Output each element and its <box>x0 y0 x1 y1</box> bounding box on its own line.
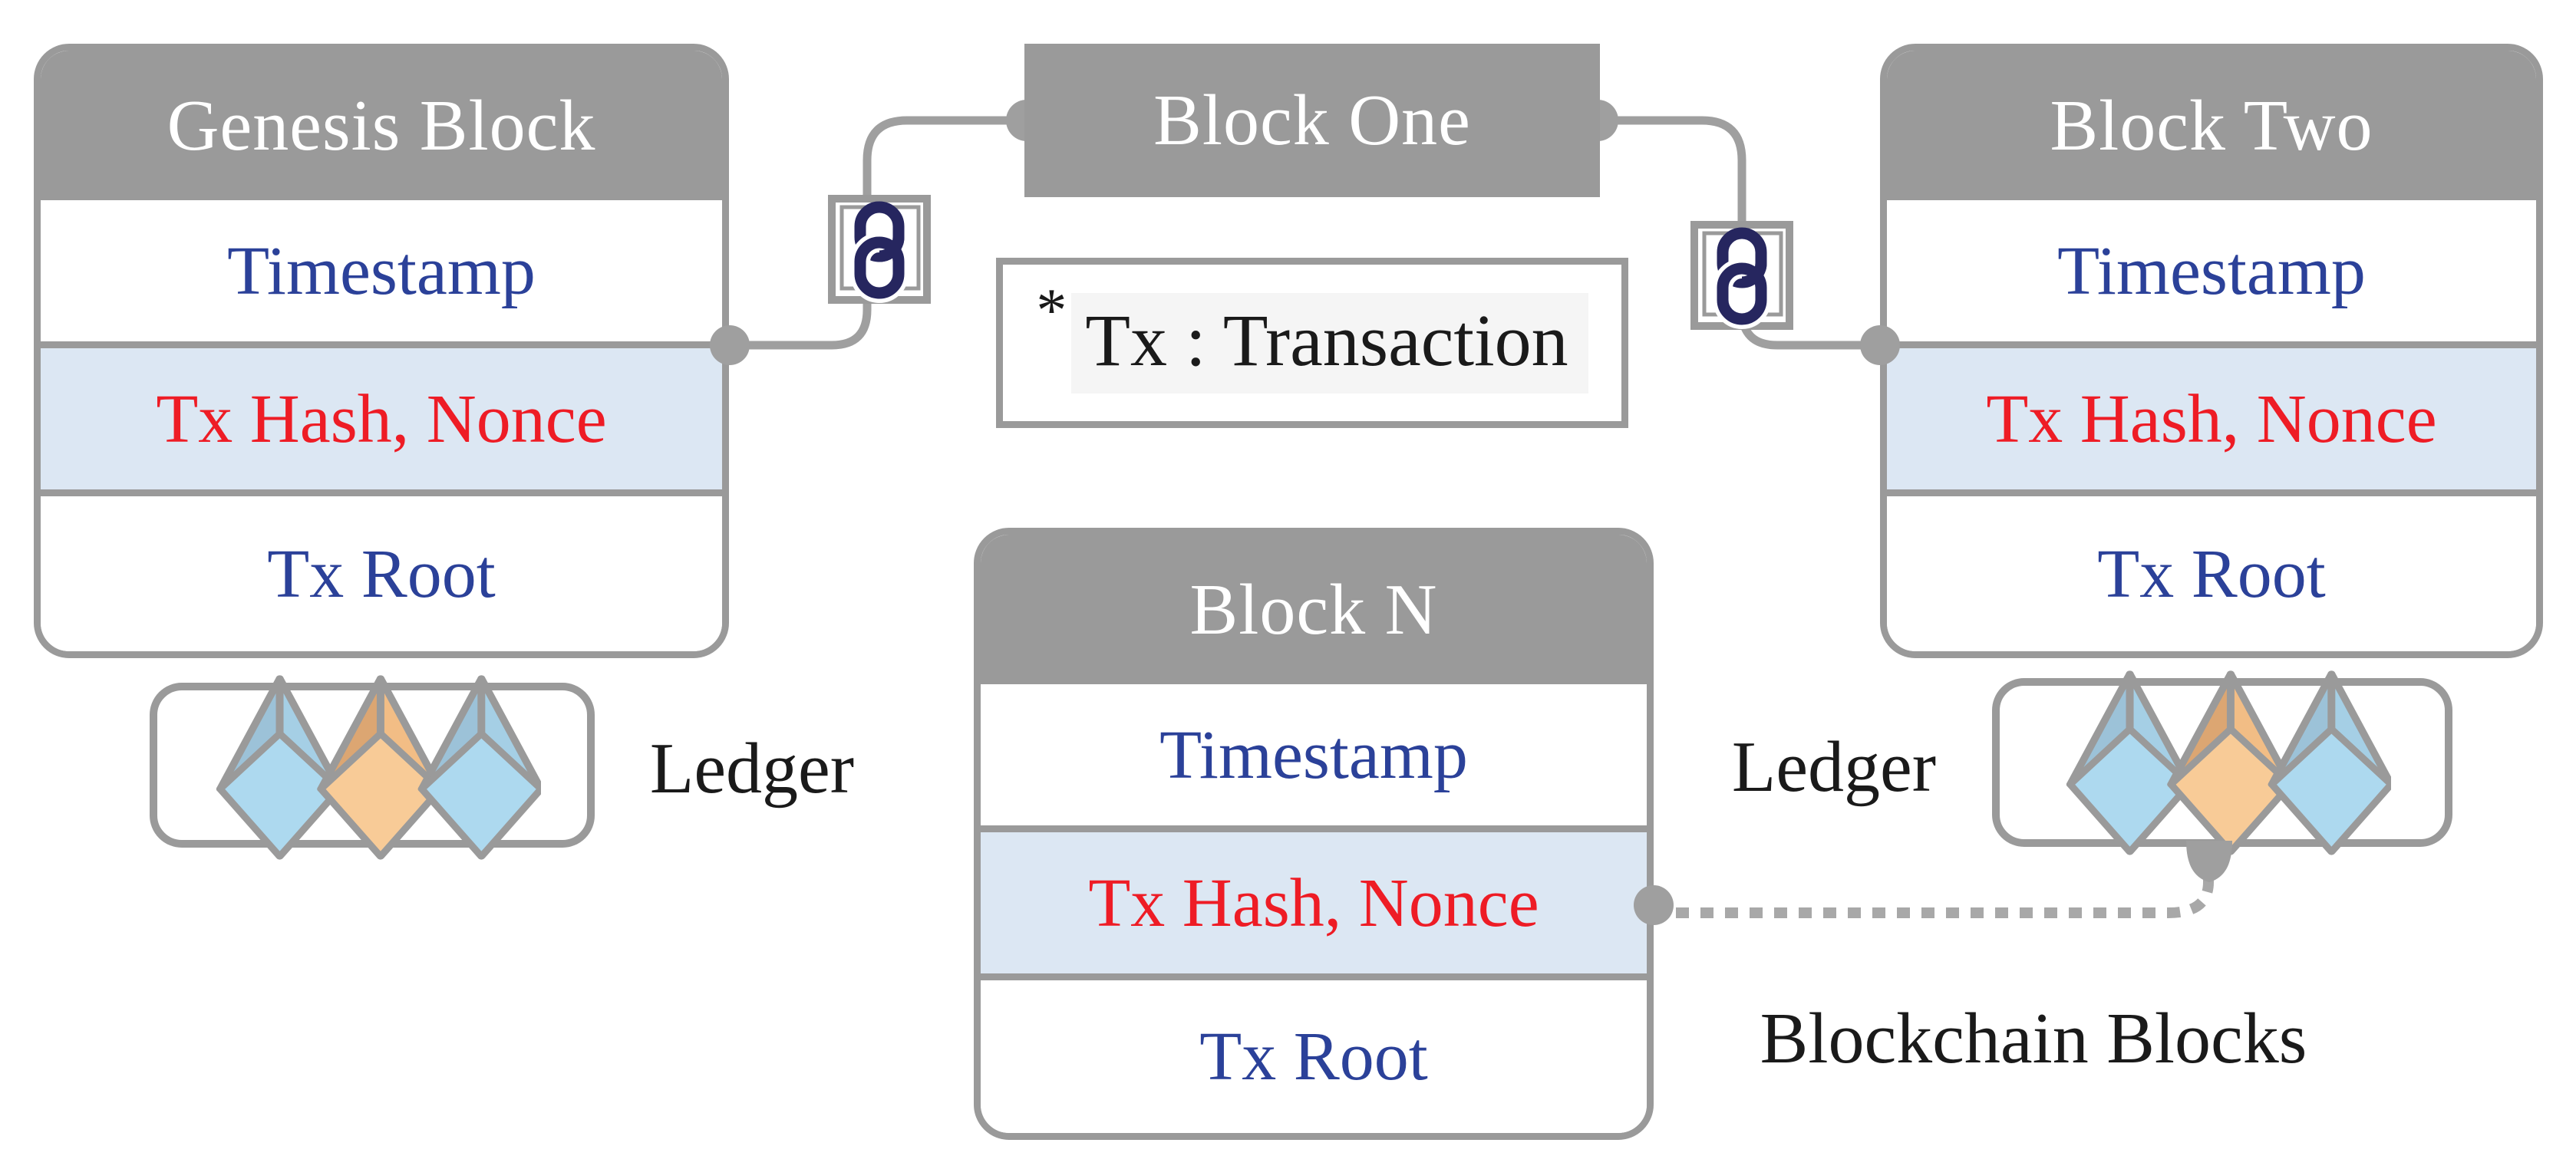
chain-link-glyph <box>1690 221 1793 330</box>
block-n-title: Block N <box>1189 569 1438 650</box>
block-two-header: Block Two <box>1887 51 2536 200</box>
ledger-label-left: Ledger <box>649 729 855 809</box>
blockchain-blocks-label: Blockchain Blocks <box>1760 999 2307 1079</box>
block-one-title: Block One <box>1153 81 1471 160</box>
ledger-label-right: Ledger <box>1731 727 1937 807</box>
block-n-row-txroot: Tx Root <box>981 980 1647 1133</box>
block-two-title: Block Two <box>2050 85 2373 166</box>
block-one-bar: Block One <box>1024 44 1600 197</box>
legend-box: * Tx : Transaction <box>996 258 1628 428</box>
genesis-block-title: Genesis Block <box>167 85 596 166</box>
block-two: Block Two Timestamp Tx Hash, Nonce Tx Ro… <box>1880 44 2543 658</box>
block-n-row-timestamp: Timestamp <box>981 684 1647 825</box>
block-n: Block N Timestamp Tx Hash, Nonce Tx Root <box>974 528 1654 1140</box>
genesis-row-timestamp: Timestamp <box>41 200 722 341</box>
genesis-row-txroot: Tx Root <box>41 496 722 651</box>
dashed-connector <box>1676 871 2214 918</box>
chain-link-glyph <box>828 195 931 304</box>
genesis-block-header: Genesis Block <box>41 51 722 200</box>
block-two-row-txroot: Tx Root <box>1887 496 2536 651</box>
legend-text: Tx : Transaction <box>1071 292 1588 394</box>
chain-link-icon <box>828 195 931 304</box>
ledger-cubes-icon <box>2066 670 2391 855</box>
chain-link-icon <box>1690 221 1793 330</box>
genesis-block: Genesis Block Timestamp Tx Hash, Nonce T… <box>34 44 729 658</box>
ledger-cubes-icon <box>216 675 541 860</box>
block-two-row-timestamp: Timestamp <box>1887 200 2536 341</box>
block-n-row-txhash-nonce: Tx Hash, Nonce <box>981 825 1647 980</box>
genesis-row-txhash-nonce: Tx Hash, Nonce <box>41 341 722 496</box>
legend-asterisk: * <box>1036 276 1067 344</box>
block-two-row-txhash-nonce: Tx Hash, Nonce <box>1887 341 2536 496</box>
block-n-header: Block N <box>981 535 1647 684</box>
